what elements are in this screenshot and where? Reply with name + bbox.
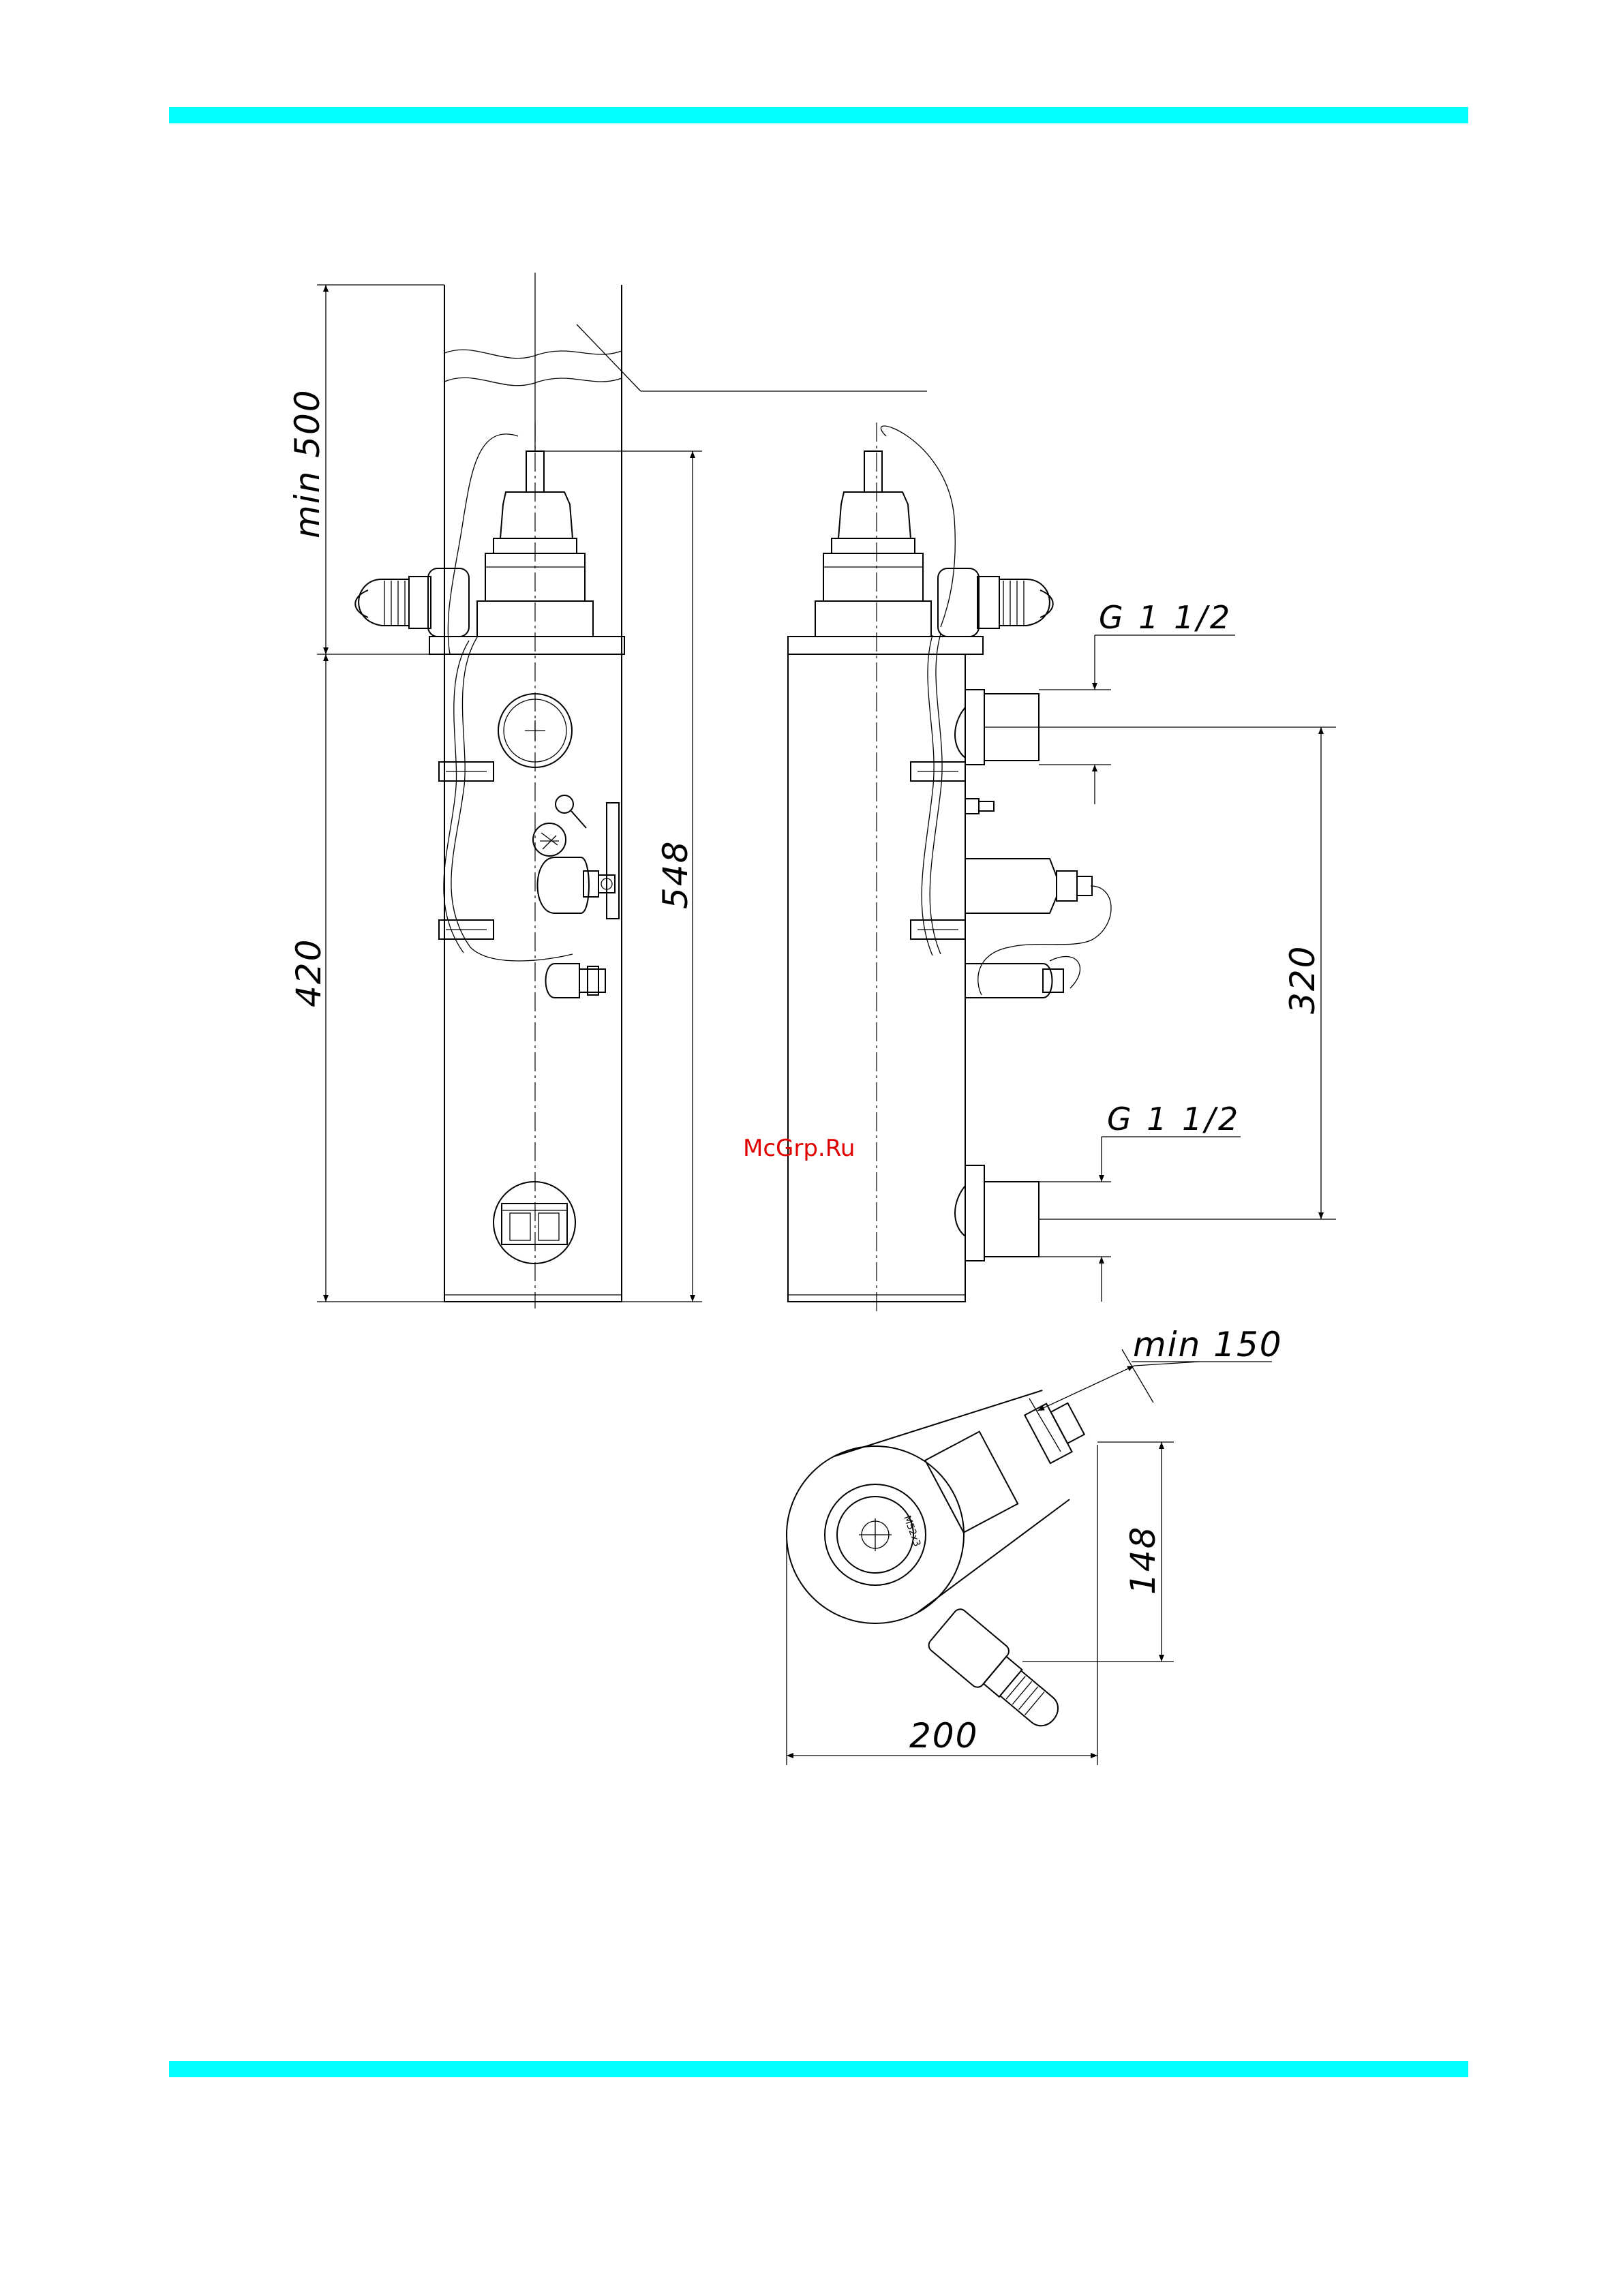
dim-min500-label: min 500 (288, 388, 327, 538)
side-view (788, 426, 1111, 1302)
dim-148-label: 148 (1123, 1526, 1163, 1595)
front-dimensions (317, 285, 702, 1302)
thread-upper-label: G 1 1/2 (1099, 599, 1232, 636)
dim-min150-label: min 150 (1133, 1325, 1283, 1364)
watermark-text: McGrp.Ru (743, 1135, 855, 1162)
front-side-outlet (355, 568, 469, 637)
thread-lower-label: G 1 1/2 (1107, 1101, 1241, 1137)
dim-548-label: 548 (656, 840, 695, 909)
lamp-clearance-zone (444, 273, 927, 654)
front-body (439, 637, 622, 1302)
front-head (429, 434, 624, 654)
plate-mark-label: M52x3 (901, 1514, 922, 1548)
dim-420-label: 420 (289, 938, 329, 1007)
dim-200-label: 200 (909, 1716, 978, 1756)
top-view: M52x3 (787, 1348, 1121, 1739)
top-dimensions (787, 1349, 1272, 1765)
dim-320-label: 320 (1283, 945, 1322, 1014)
